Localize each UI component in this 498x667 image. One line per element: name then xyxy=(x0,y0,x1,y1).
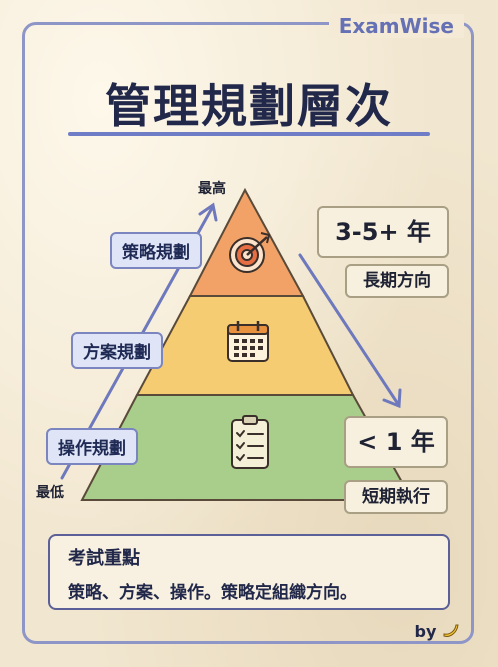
tip-body: 策略、方案、操作。策略定組織方向。 xyxy=(68,583,357,603)
level-label-operational: 操作規劃 xyxy=(46,428,138,465)
page-title: 管理規劃層次 xyxy=(105,79,393,133)
bottom-label: 最低 xyxy=(36,485,64,501)
title-underline xyxy=(68,132,430,136)
down-arrow-icon xyxy=(298,253,402,409)
long-term-label: 長期方向 xyxy=(345,264,449,298)
top-label: 最高 xyxy=(198,181,226,197)
page-frame xyxy=(22,22,474,644)
short-term-value: < 1 年 xyxy=(344,416,448,468)
level-label-strategic: 策略規劃 xyxy=(110,232,202,269)
target-icon xyxy=(229,232,271,273)
short-term-label: 短期執行 xyxy=(344,480,448,514)
long-term-value: 3-5+ 年 xyxy=(317,206,449,258)
checklist-icon xyxy=(231,415,269,469)
banana-icon xyxy=(442,622,460,641)
exam-tip-card: 考試重點 策略、方案、操作。策略定組織方向。 xyxy=(48,534,450,610)
tip-title: 考試重點 xyxy=(68,548,140,569)
level-label-program: 方案規劃 xyxy=(71,332,163,369)
byline-text: by xyxy=(414,622,437,641)
calendar-icon xyxy=(227,321,269,362)
brand-logo: ExamWise xyxy=(328,14,464,38)
byline: by xyxy=(415,622,460,641)
